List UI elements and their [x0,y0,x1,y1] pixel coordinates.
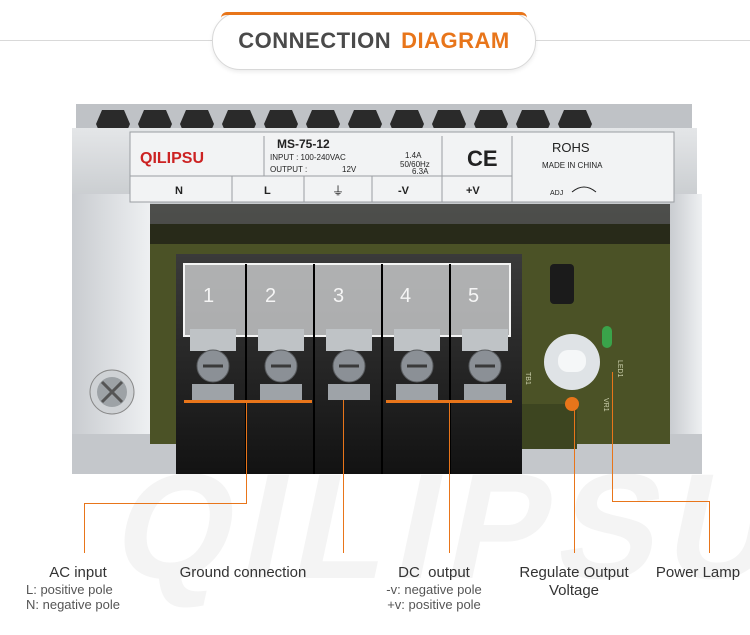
leader-ac-horizontal [84,503,247,504]
terminal-number-3: 3 [333,285,344,307]
callout-power-lamp: Power Lamp [648,564,748,582]
led-green [602,326,612,348]
leader-ac-drop [84,503,85,553]
page-title: CONNECTION DIAGRAM [212,12,536,70]
title-accent [221,12,527,18]
potentiometer [544,334,600,411]
adj-arrow-icon [571,186,597,193]
leader-dc [449,400,450,553]
product-label: QILIPSU MS-75-12 INPUT : 100-240VAC 1.4A… [129,131,675,203]
title-part2: DIAGRAM [401,28,510,53]
title-part1: CONNECTION [238,28,392,53]
label-output-voltage: 12V [342,165,357,174]
label-output-current: 6.3A [412,167,429,176]
terminal-number-4: 4 [400,285,411,307]
leader-lamp-vertical [612,372,613,502]
callout-dc-output: DC output -v: negative pole +v: positive… [372,564,496,612]
chassis-right-wall [670,194,702,474]
pcb-shadow [150,204,670,244]
label-terminal-l: L [264,185,271,197]
leader-ground [343,400,344,553]
terminal-number-5: 5 [468,285,479,307]
label-input-current: 1.4A [405,151,422,160]
leader-lamp-drop [709,501,710,553]
board-mark-led: LED1 [616,360,623,378]
callout-dc-output-title: DC output [398,564,470,581]
callout-dc-output-line2: +v: positive pole [387,597,481,612]
callout-ac-input: AC input L: positive pole N: negative po… [26,564,146,612]
leader-regulate-vertical [574,402,575,553]
terminal-block: 1 2 3 4 5 [176,254,522,474]
power-supply-photo: QILIPSU MS-75-12 INPUT : 100-240VAC 1.4A… [72,104,702,474]
callout-power-lamp-title: Power Lamp [655,564,741,581]
callout-regulate-line2: Voltage [548,582,600,599]
label-adj: ADJ [550,190,563,197]
callout-ground: Ground connection [168,564,318,582]
callout-ground-title: Ground connection [179,564,307,581]
label-terminal-n: N [175,185,183,197]
label-terminal-ground: ⏚ [332,184,344,198]
callout-ac-input-line1: L: positive pole [26,582,113,597]
mounting-screw [89,369,135,415]
terminal-number-1: 1 [203,285,214,307]
callout-regulate: Regulate Output Voltage [508,564,640,600]
label-brand: QILIPSU [140,150,204,167]
chassis-left-wall [72,194,150,474]
label-model: MS-75-12 [277,137,330,151]
leader-ac-vertical [246,400,247,504]
board-mark-vr: VR1 [602,398,609,412]
label-rohs: ROHS [552,140,590,155]
label-terminal-pos: +V [466,185,480,197]
label-made-in: MADE IN CHINA [542,161,603,170]
capacitor-black [550,264,574,304]
label-terminal-neg: -V [398,185,410,197]
label-input-freq: 50/60Hz [400,160,430,169]
leader-lamp-horizontal [612,501,710,502]
label-ce: CE [467,146,498,171]
label-input: INPUT : 100-240VAC [270,153,346,162]
callout-dc-output-line1: -v: negative pole [386,582,482,597]
callout-ac-input-line2: N: negative pole [26,597,120,612]
board-mark-tb: TB1 [524,372,531,385]
terminal-number-2: 2 [265,285,276,307]
ac-group-bar [184,400,312,403]
label-output: OUTPUT : [270,165,307,174]
callout-ac-input-title: AC input [49,564,107,581]
callout-regulate-line1: Regulate Output [519,564,629,581]
